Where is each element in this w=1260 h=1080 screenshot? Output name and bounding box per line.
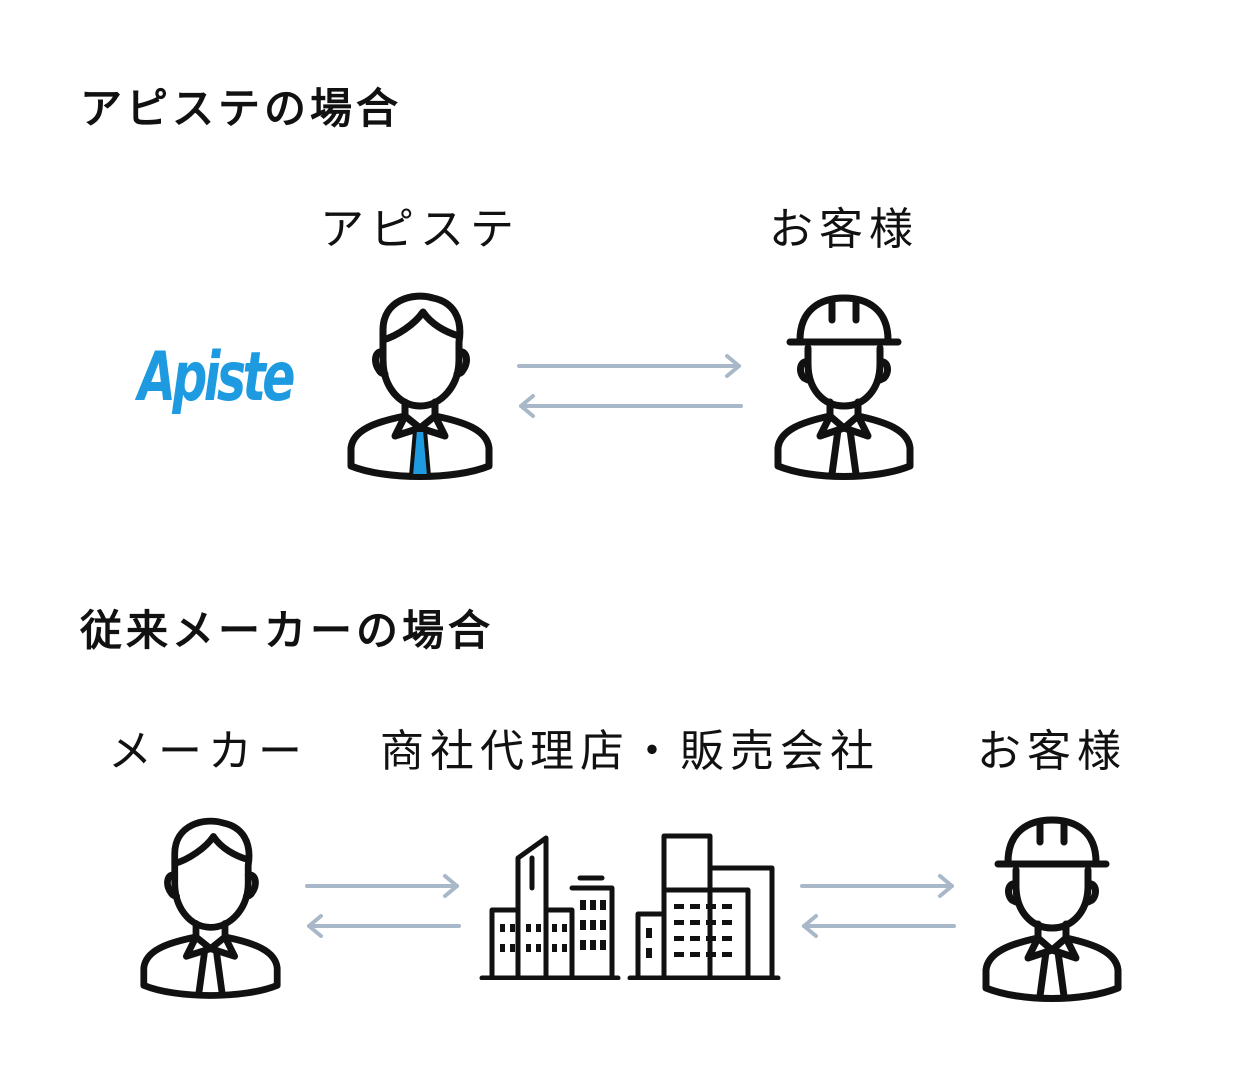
worker-hardhat-icon [774,294,914,480]
maker-label: メーカー [108,726,308,777]
customer-label: お客様 [769,204,919,255]
exchange-arrows-icon [800,874,956,938]
exchange-arrows-icon [305,874,461,938]
buildings-icon [479,833,781,980]
businessman-icon [347,292,493,480]
businessman-icon [140,817,281,999]
section-heading-apiste: アピステの場合 [80,84,403,133]
apiste-logo: Apiste [138,338,295,417]
section-heading-conventional: 従来メーカーの場合 [80,606,495,655]
apiste-label: アピステ [320,204,520,255]
worker-hardhat-icon [982,816,1122,1002]
customer-label-2: お客様 [977,726,1127,777]
intermediary-label: 商社代理店・販売会社 [380,726,880,777]
exchange-arrows-icon [517,354,743,418]
